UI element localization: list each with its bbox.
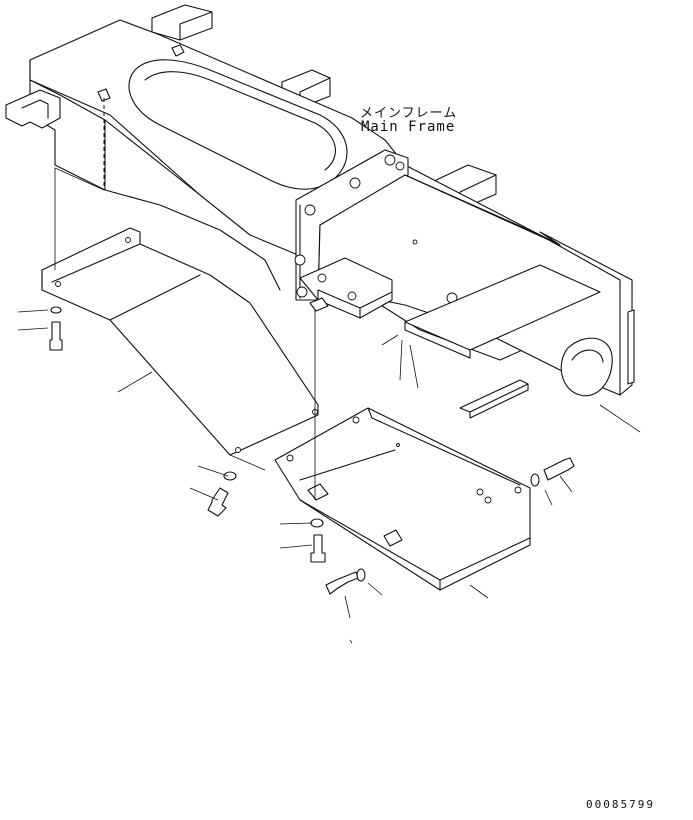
washer [310,518,324,528]
fasteners [49,306,575,595]
frame-label-japanese: メインフレーム [360,106,458,121]
washer [223,471,237,481]
leader-lines [17,309,641,644]
mount-bracket [299,257,393,319]
frame-bracket-right [459,379,529,413]
washer [356,568,366,582]
frame-tab-top [151,4,213,41]
assembly-lines [54,98,316,500]
washer [50,306,62,314]
left-cover-plate [41,227,319,456]
bolt [49,321,63,351]
frame-bracket-left [5,89,61,129]
frame-label-english: Main Frame [361,119,456,135]
main-frame [5,4,635,419]
bolt [207,487,229,517]
washer [530,473,540,487]
right-tray-cover [274,407,531,591]
bolt [325,571,359,595]
bolt [543,457,575,481]
frame-side-opening [560,337,613,397]
bolt [310,534,326,563]
reference-number: 00085799 [586,798,655,811]
